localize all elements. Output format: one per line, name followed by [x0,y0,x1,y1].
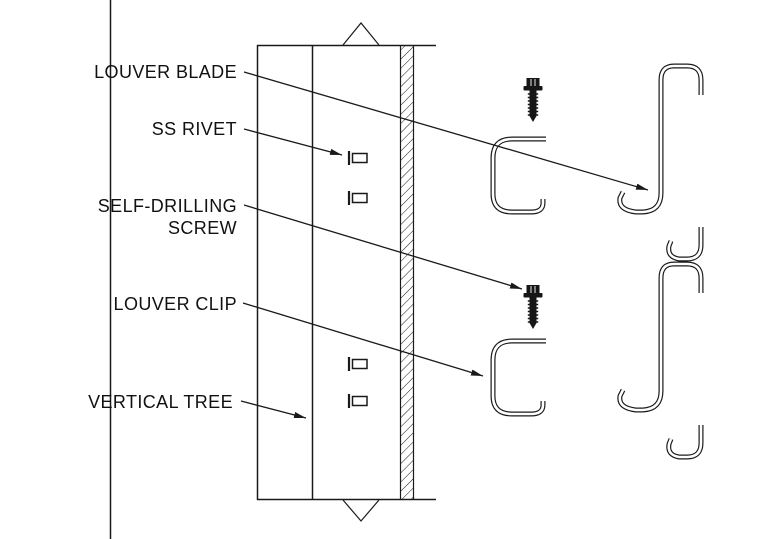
label-ss-rivet: SS RIVET [152,119,237,139]
vertical-tree [256,22,436,522]
louver-clip-profile-bottom [490,338,546,417]
louver-blades [617,63,704,460]
screw-threads [527,300,539,323]
screws [523,78,543,329]
screw-symbol-bottom [523,285,543,329]
hatch-fill [400,45,414,500]
screw-symbol-top [523,78,543,122]
label-self-drilling-screw-line1: SELF-DRILLING [98,196,237,216]
leader-louver-blade [243,71,649,191]
louver-clip-profile-top [490,136,546,215]
louver-blade-profile-top [617,63,704,262]
screw-threads [527,93,539,116]
leader-ss-rivet [243,128,343,156]
rivet-symbol [347,357,368,371]
leader-louver-clip [242,302,484,377]
louver-clips [490,136,546,417]
label-self-drilling-screw-line2: SCREW [168,218,237,238]
leader-self-drilling-screw [243,204,523,290]
label-louver-clip: LOUVER CLIP [114,294,237,314]
hatched-panel [399,45,415,500]
label-louver-blade: LOUVER BLADE [94,62,237,82]
rivet-symbol [347,151,368,165]
rivet-symbol [347,394,368,408]
break-symbol-bottom [342,499,380,522]
rivets [347,151,368,408]
break-symbol-top [342,22,380,46]
leader-vertical-tree [240,400,307,419]
leaders [240,71,649,419]
labels: LOUVER BLADE SS RIVET SELF-DRILLING SCRE… [88,62,237,412]
rivet-symbol [347,191,368,205]
louver-blade-profile-bottom [617,261,704,460]
label-vertical-tree: VERTICAL TREE [88,392,233,412]
